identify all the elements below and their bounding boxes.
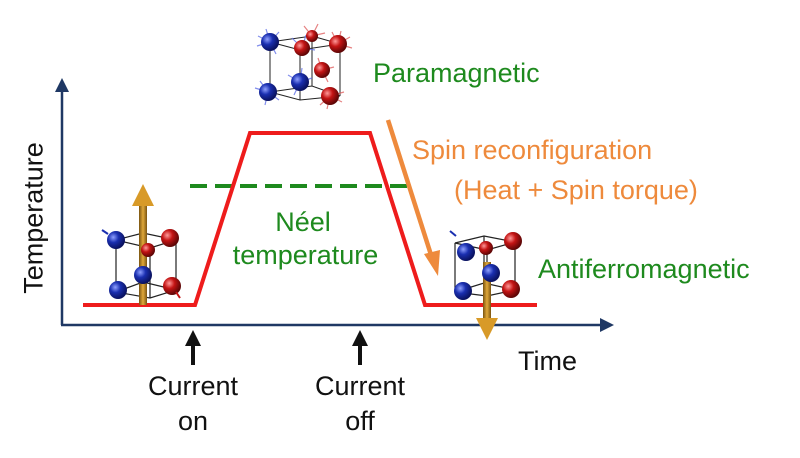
current-on-arrow bbox=[185, 330, 201, 365]
paramagnetic-label: Paramagnetic bbox=[373, 58, 540, 88]
x-axis-label: Time bbox=[518, 346, 577, 376]
neel-temperature-label: temperature bbox=[232, 240, 379, 270]
y-axis-arrowhead bbox=[55, 78, 69, 92]
axes bbox=[55, 78, 614, 332]
neel-label: Néel bbox=[275, 207, 331, 237]
spin-vector-down bbox=[476, 262, 498, 340]
current-on-label-line1: Current bbox=[147, 371, 239, 401]
spin-reconfiguration-arrow bbox=[385, 119, 440, 276]
current-off-label-line1: Current bbox=[314, 371, 406, 401]
temperature-curve bbox=[83, 131, 537, 307]
current-on-label-line2: on bbox=[177, 406, 209, 436]
current-off-label-line2: off bbox=[345, 406, 375, 436]
spin-reconfiguration-mechanism: (Heat + Spin torque) bbox=[454, 175, 698, 205]
antiferromagnetic-label: Antiferromagnetic bbox=[538, 254, 750, 284]
x-axis-arrowhead bbox=[600, 318, 614, 332]
spin-reconfiguration-label: Spin reconfiguration bbox=[412, 135, 653, 165]
current-off-arrow bbox=[352, 330, 368, 365]
left-crystal-structure bbox=[101, 184, 181, 305]
y-axis-label: Temperature bbox=[18, 142, 49, 294]
right-crystal-structure bbox=[449, 230, 522, 340]
paramagnetic-crystal-structure bbox=[254, 23, 353, 110]
